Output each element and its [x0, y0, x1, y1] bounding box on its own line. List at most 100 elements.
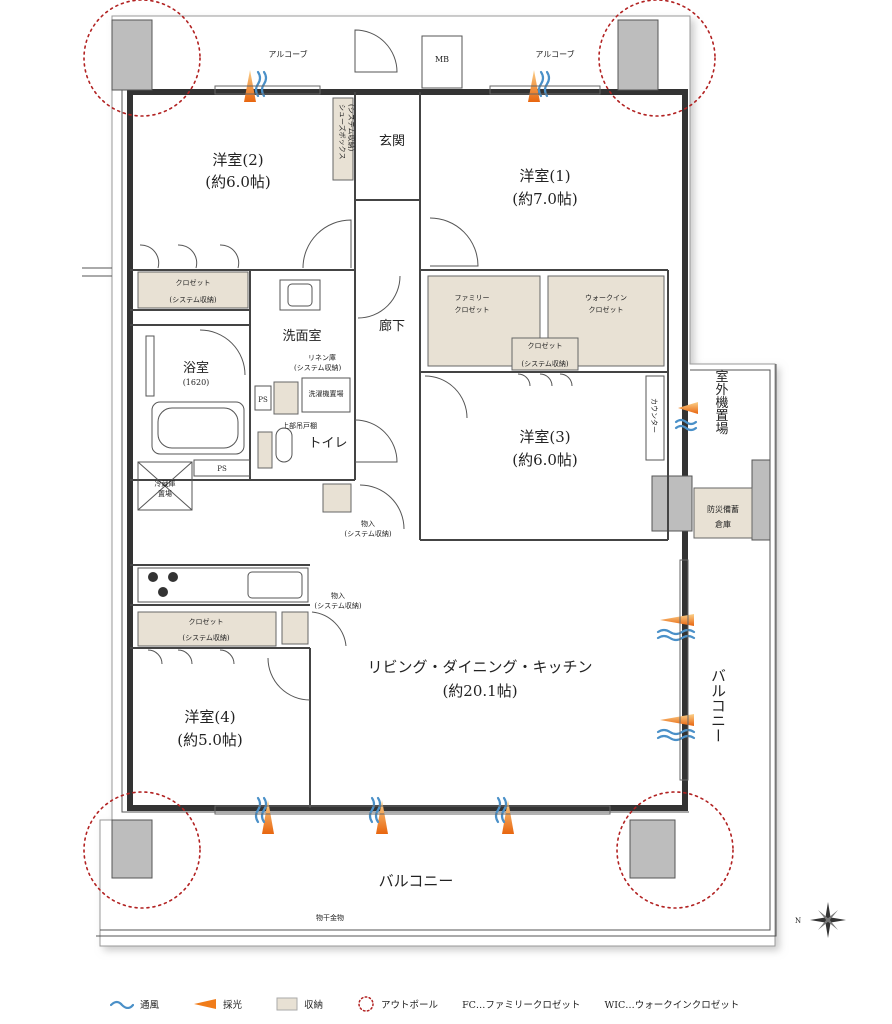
closet-w4-sub: (システム収納)	[182, 633, 230, 642]
linen-sub: (システム収納)	[294, 363, 342, 372]
compass-icon	[810, 902, 846, 938]
closet-western2	[137, 271, 249, 309]
family-closet-label-2: クロゼット	[455, 305, 490, 314]
kitchen-counter	[137, 567, 309, 603]
column-east-2	[751, 459, 771, 541]
fixtures	[137, 35, 665, 603]
shoes-box-label: シューズボックス	[338, 104, 347, 159]
outpole-top-right	[598, 0, 716, 117]
fridge-space	[137, 461, 193, 511]
linen-storage	[273, 381, 299, 415]
upper-shelf-label: 上部吊戸棚	[282, 421, 317, 430]
closet-w3-sub: (システム収納)	[521, 359, 569, 368]
bathtub-inner	[157, 407, 239, 449]
walkin-closet-label-1: ウォークイン	[585, 294, 627, 302]
outpole-markers	[83, 0, 734, 909]
interior-walls	[130, 92, 669, 808]
family-closet-label-1: ファミリー	[455, 294, 490, 302]
entrance-label: 玄関	[379, 134, 405, 149]
mb-label: MB	[435, 55, 449, 64]
shoes-box-sub: (システム収納)	[347, 104, 356, 152]
wash-basin	[279, 279, 321, 311]
western4-name: 洋室(4)	[184, 708, 235, 726]
detail-labels: アルコーブ アルコーブ MB シューズボックス (システム収納) クロゼット (…	[155, 49, 802, 925]
outpole-bottom-left	[83, 791, 201, 909]
outpole-bottom-right	[616, 791, 734, 909]
fridge-label-1: 冷蔵庫	[155, 479, 176, 488]
legend-wind-icon	[110, 1000, 134, 1009]
bathtub	[151, 401, 245, 455]
fridge-label-2: 置場	[158, 489, 172, 498]
closet-western3	[511, 337, 579, 371]
western3-size: (約6.0帖)	[512, 451, 578, 469]
legend-outpole: アウトポール	[381, 1000, 439, 1011]
disaster-storage	[693, 487, 753, 539]
windows	[214, 85, 689, 815]
column-bottom-left	[111, 819, 153, 879]
plan-body	[99, 15, 776, 947]
closet-western4	[137, 611, 277, 647]
exterior-walls	[82, 88, 777, 937]
corner-columns	[111, 19, 771, 879]
ldk-size: (約20.1帖)	[442, 682, 517, 700]
storage-areas	[137, 97, 753, 647]
wash-basin-bowl	[287, 283, 313, 307]
legend-light-icon	[194, 999, 217, 1009]
storage-hall	[322, 483, 352, 513]
wind-icon	[254, 70, 698, 824]
column-top-left	[111, 19, 153, 91]
alcove-right-label: アルコーブ	[535, 49, 574, 59]
counter-3	[645, 375, 665, 461]
room-labels: 洋室(2) (約6.0帖) 洋室(1) (約7.0帖) 洋室(3) (約6.0帖…	[177, 134, 592, 749]
ldk-name: リビング・ダイニング・キッチン	[367, 658, 592, 676]
ps-1	[254, 385, 272, 411]
bath-size: (1620)	[183, 378, 210, 387]
hallway-label: 廊下	[379, 318, 405, 334]
western2-size: (約6.0帖)	[205, 173, 271, 191]
storage-hall-label: 物入	[361, 519, 375, 528]
washer-space	[301, 377, 351, 413]
legend-wic: WIC…ウォークインクロゼット	[604, 1000, 740, 1011]
legend-storage: 収納	[304, 1000, 324, 1011]
washroom-label: 洗面室	[282, 328, 321, 344]
closet-w2-label: クロゼット	[176, 278, 211, 287]
alcove-left-label: アルコーブ	[268, 49, 307, 59]
column-bottom-right	[629, 819, 676, 879]
bath-shelf	[145, 335, 155, 397]
western3-name: 洋室(3)	[519, 428, 570, 446]
legend-ventilation: 通風	[140, 1000, 160, 1011]
legend: 通風 採光 収納 アウトポール FC…ファミリークロゼット WIC…ウォークイン…	[110, 994, 739, 1014]
balcony-east-label: バルコニー	[709, 668, 727, 743]
disaster-storage-label-2: 倉庫	[715, 519, 731, 529]
legend-outpole-icon	[358, 996, 374, 1012]
bath-label: 浴室	[183, 360, 209, 376]
closet-w2-sub: (システム収納)	[169, 295, 217, 304]
washer-label: 洗濯機置場	[309, 389, 344, 398]
column-east	[651, 475, 693, 532]
disaster-storage-label-1: 防災備蓄	[707, 504, 739, 514]
balcony-south-label: バルコニー	[379, 872, 454, 890]
outpole-top-left	[83, 0, 201, 117]
closet-w3-label: クロゼット	[528, 341, 563, 350]
upper-shelf-storage	[257, 431, 273, 469]
shoes-box	[332, 97, 354, 181]
western4-size: (約5.0帖)	[177, 731, 243, 749]
toilet-label: トイレ	[308, 436, 347, 451]
legend-daylight: 採光	[223, 1000, 243, 1011]
closet-w4-label: クロゼット	[189, 617, 224, 626]
linen-label: リネン庫	[308, 353, 336, 362]
western1-size: (約7.0帖)	[512, 190, 578, 208]
laundry-hanger-label: 物干金物	[316, 913, 344, 922]
storage-kitchen-sub: (システム収納)	[314, 601, 362, 610]
walkin-closet-label-2: クロゼット	[589, 305, 624, 314]
western2-name: 洋室(2)	[212, 151, 263, 169]
sink	[247, 571, 303, 599]
storage-kitchen	[281, 611, 309, 645]
ps-2-label: PS	[217, 465, 227, 473]
ps-2	[193, 459, 251, 477]
outdoor-unit-label: 室外機置場	[713, 369, 729, 435]
counter-label: カウンター	[650, 398, 659, 433]
storage-hall-sub: (システム収納)	[344, 529, 392, 538]
legend-storage-swatch	[276, 997, 298, 1011]
